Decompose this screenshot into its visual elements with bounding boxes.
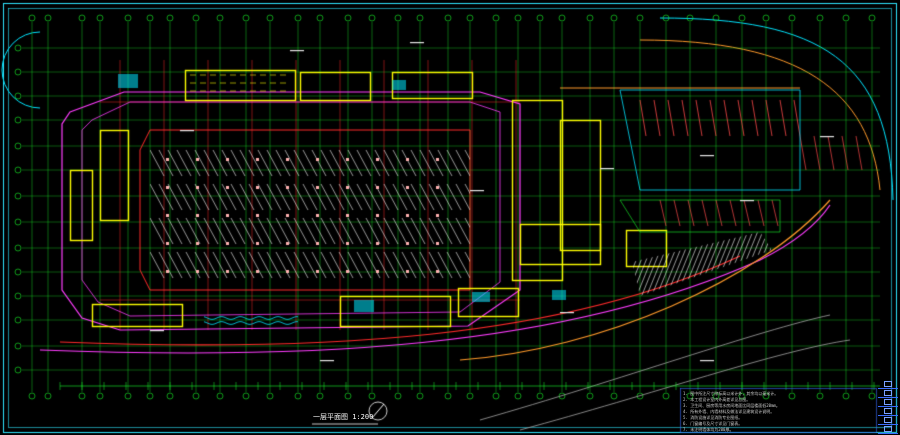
stamp-icon <box>878 416 898 425</box>
north-icon <box>878 398 898 407</box>
title-block <box>878 380 898 434</box>
plan-title: 一层平面图 1:200 <box>313 413 374 421</box>
sheet-icon <box>878 407 898 416</box>
legend-note: 4. 所有外墙、内墙材料及做法详见建筑设计说明。 <box>683 409 775 414</box>
legend-note: 5. 消防设施详见消防专业图纸。 <box>683 415 743 420</box>
legend-note: 7. 未注明墙体均为200厚。 <box>683 427 734 432</box>
drawing-icon <box>878 380 898 389</box>
scale-icon <box>878 389 898 398</box>
legend-note: 6. 门窗编号及尺寸详见门窗表。 <box>683 421 743 426</box>
legend-note: 2. 本工程设计室内外高差详见总图。 <box>683 397 751 402</box>
legend-note: 1. 图中所注尺寸除标高以米计外，其余均以毫米计。 <box>683 391 779 396</box>
legend-note: 3. 卫生间、厨房等用水房间地面比同层楼面低20mm。 <box>683 403 780 408</box>
grid-icon <box>878 425 898 434</box>
